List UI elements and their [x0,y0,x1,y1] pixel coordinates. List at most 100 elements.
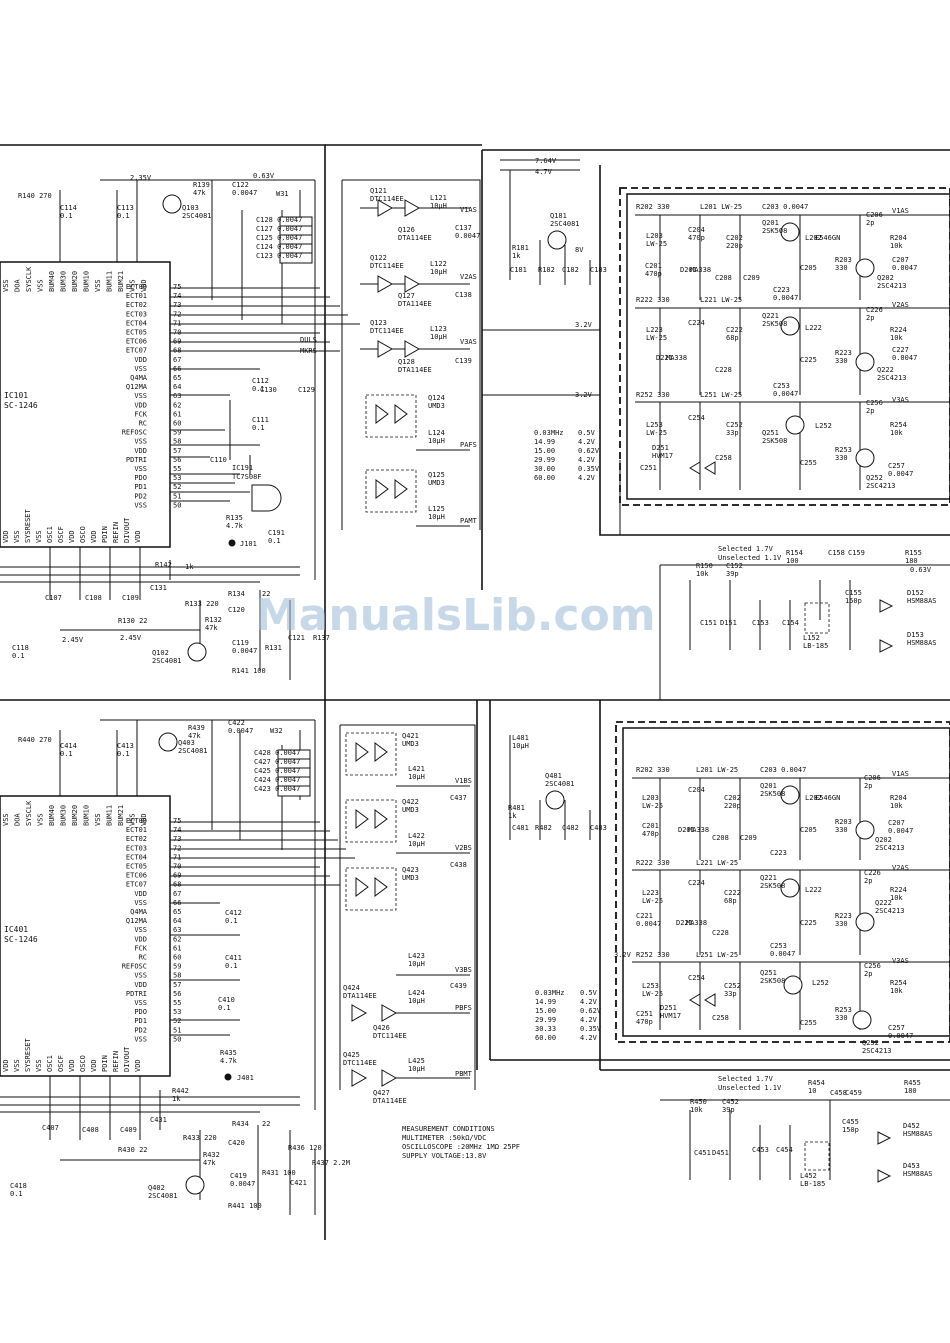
component-label: L481 [512,734,529,742]
component-label: 10 [808,1087,816,1095]
pin-number: 65 [173,374,181,382]
pin-label: VDD [134,1059,142,1072]
component-label: Q201 [760,782,777,790]
pin-number: 58 [173,438,181,446]
fet-q221-lower [780,878,800,898]
component-label: R204 [890,234,907,242]
component-label: C422 [228,719,245,727]
component-label: D152 [907,589,924,597]
component-label: R455 [904,1079,921,1087]
pin-label: VSS [134,972,147,980]
component-label: C226 [866,306,883,314]
component-label: MA338 [666,354,687,362]
component-label: 3.2V [575,321,593,329]
component-label: 0.0047 [773,390,798,398]
component-label: 8V [575,246,584,254]
component-label: D251 [652,444,669,452]
pin-number: 61 [173,944,181,952]
component-label: L203 [642,794,659,802]
component-label: C425 0.0047 [254,767,300,775]
component-label: C414 [60,742,77,750]
pin-number: 67 [173,356,181,364]
component-label: C419 [230,1172,247,1180]
pin-label: ECT02 [126,835,147,843]
pin-label: DOA [14,279,22,292]
component-label: C154 [782,619,799,627]
component-label: DTA114EE [398,234,432,242]
component-label: 2SK508 [760,977,785,985]
component-label: C224 [688,319,705,327]
component-label: 0.0047 [888,1032,913,1040]
component-label: 2SK508 [762,227,787,235]
pin-number: 75 [173,817,181,825]
pin-label: DOA [14,813,22,826]
capacitor-bank-c123-c128 [279,216,313,264]
component-label: C113 [117,204,134,212]
pin-number: 72 [173,844,181,852]
component-label: D251 [660,1004,677,1012]
component-label: 2SC4213 [866,482,896,490]
component-label: C207 [892,256,909,264]
component-label: C227 [892,346,909,354]
component-label: C124 0.0047 [256,243,302,251]
pin-label: VSS [13,1059,21,1072]
component-label: C127 0.0047 [256,225,302,233]
component-label: C107 [45,594,62,602]
component-label: 330 [835,264,848,272]
component-label: 0.1 [60,212,73,220]
transistor-q103 [162,194,182,214]
component-label: C201 [642,822,659,830]
inductor-l152 [804,602,830,634]
component-label: D221 [656,354,673,362]
component-label: 0.0047 [888,470,913,478]
pin-label: SYSCLK [25,266,33,292]
component-label: R154 [786,549,803,557]
component-label: UMD3 [402,806,419,814]
component-label: 1k [508,812,517,820]
component-label: 10µH [408,997,425,1005]
pin-label: FCK [134,410,147,418]
component-label: 47k [193,189,206,197]
component-label: C118 [12,644,29,652]
component-label: 330 [835,920,848,928]
component-label: HVM17 [652,452,673,460]
component-label: C251 [640,464,657,472]
component-label: MEASUREMENT CONDITIONS [402,1125,495,1133]
component-label: R202 330 [636,766,670,774]
jumper-j401 [224,1073,232,1081]
component-label: LW-25 [646,334,667,342]
pin-number: 71 [173,319,181,327]
umd3-q422 [345,799,397,843]
component-label: 2.45V [120,634,142,642]
component-label: C137 [455,224,472,232]
component-label: DTA114EE [373,1097,407,1105]
component-label: Q202 [875,836,892,844]
component-label: 0.35V [578,465,600,473]
component-label: 0.0047 [892,264,917,272]
component-label: 4.2V [580,998,598,1006]
component-label: 29.99 [535,1016,556,1024]
component-label: D453 [903,1162,920,1170]
component-label: R254 [890,421,907,429]
pin-label: PDTRI [126,990,147,998]
component-label: J401 [237,1074,254,1082]
component-label: Q123 [370,319,387,327]
component-label: 60.00 [534,474,555,482]
component-label: R137 [313,634,330,642]
component-label: R139 [193,181,210,189]
component-label: 47k [188,732,201,740]
component-label: R440 270 [18,736,52,744]
component-label: 0.63V [910,566,932,574]
ic401-body [0,795,171,1077]
component-label: C424 0.0047 [254,776,300,784]
pin-label: BUM11 [106,805,114,826]
component-label: C112 [252,377,269,385]
component-label: L223 [642,889,659,897]
component-label: C428 0.0047 [254,749,300,757]
component-label: 0.1 [252,424,265,432]
component-label: C224 [688,879,705,887]
component-label: C139 [455,357,472,365]
component-label: E546GN [815,794,840,802]
